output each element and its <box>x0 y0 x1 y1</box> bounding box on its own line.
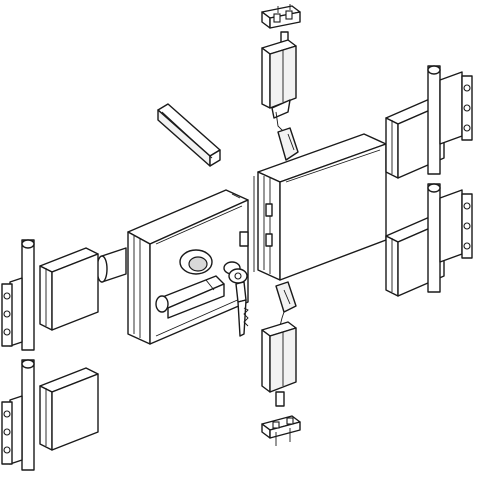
key <box>223 261 249 337</box>
right-hinge-bottom <box>385 183 473 297</box>
lever-handle <box>155 275 225 319</box>
strike-plate-box <box>253 133 387 281</box>
top-clamp-block <box>261 4 301 29</box>
glass-gasket-strip <box>157 103 221 167</box>
left-hinge-top <box>1 239 99 351</box>
bottom-pivot-bolt <box>261 281 297 407</box>
right-hinge-top <box>385 65 473 179</box>
left-hinge-bottom <box>1 359 99 471</box>
top-pivot-bolt <box>261 31 299 161</box>
bottom-clamp-block <box>261 415 301 446</box>
